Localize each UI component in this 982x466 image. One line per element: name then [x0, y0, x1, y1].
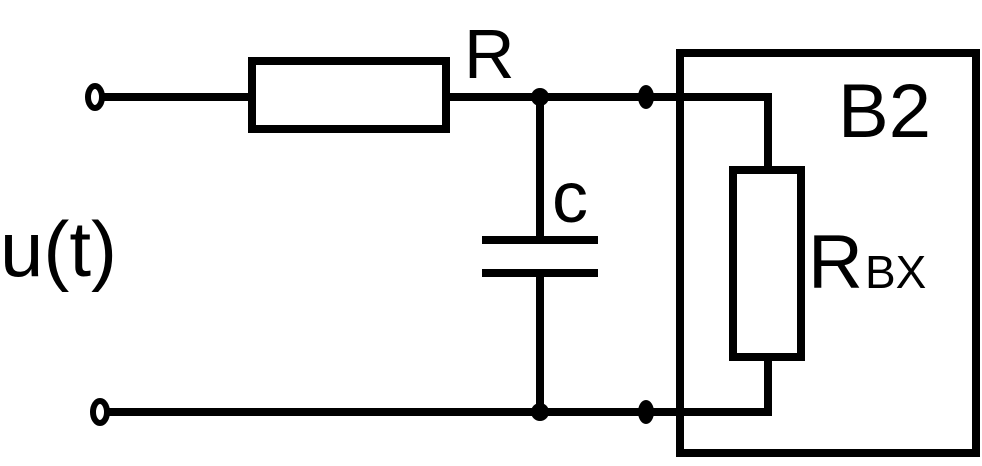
junction-bottom [531, 403, 549, 421]
input-terminal-top [85, 83, 105, 111]
label-rbx-sub: BX [865, 246, 926, 298]
resistor-rbx [729, 166, 805, 361]
label-input-voltage: u(t) [0, 205, 117, 293]
resistor-r [248, 57, 450, 133]
label-rbx-main: R [808, 220, 863, 305]
output-terminal-top [638, 85, 654, 109]
output-terminal-bottom [638, 400, 654, 424]
junction-top [531, 88, 549, 106]
input-terminal-bottom [90, 398, 110, 426]
device-b2-box [676, 49, 980, 457]
label-capacitor: c [552, 158, 588, 238]
label-device-b2: B2 [838, 69, 931, 154]
label-resistor-r: R [464, 15, 515, 93]
